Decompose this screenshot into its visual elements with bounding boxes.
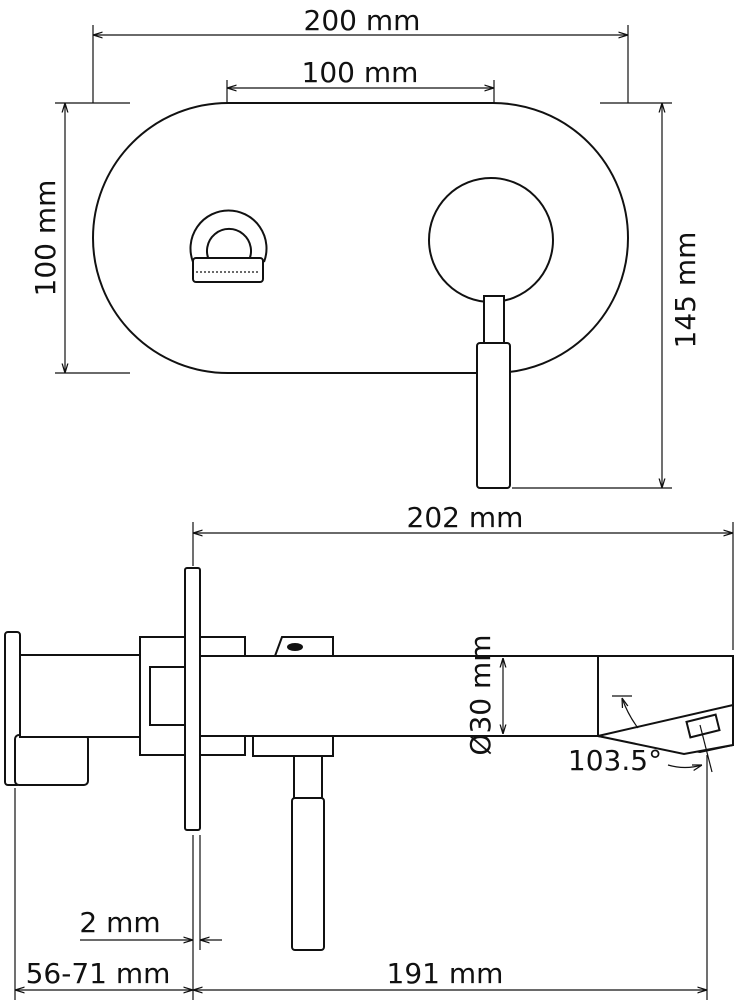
lever-neck-side (293, 755, 323, 799)
spout-tip (597, 703, 734, 756)
lever-base (252, 735, 334, 757)
lever-handle-side (291, 797, 325, 951)
dimension-projection: 191 mm (387, 957, 504, 990)
dimension-wall-depth: 56-71 mm (26, 957, 171, 990)
dimension-center-distance: 100 mm (302, 56, 419, 89)
dimension-total-height: 145 mm (669, 232, 702, 349)
aerator (685, 713, 721, 739)
lever-neck (483, 295, 505, 345)
cover-plate (92, 102, 629, 374)
front-view: 200 mm 100 mm 100 mm 145 mm (29, 4, 702, 489)
valve-body (19, 654, 154, 738)
lever-handle (476, 342, 511, 489)
spout-outlet (189, 209, 268, 283)
dimension-length: 202 mm (407, 501, 524, 534)
dimension-plate-thickness: 2 mm (79, 906, 160, 939)
side-view: 202 mm Ø30 mm 103.5° 2 mm 56-71 mm 191 m… (4, 501, 734, 1000)
dimension-plate-height: 100 mm (29, 180, 62, 297)
dimension-angle: 103.5° (568, 744, 662, 777)
valve-lower-body (14, 734, 89, 786)
wall-plate (184, 567, 201, 831)
dimension-width: 200 mm (304, 4, 421, 37)
dimension-diameter: Ø30 mm (464, 634, 497, 755)
knob-top (273, 636, 334, 657)
control-knob (428, 177, 554, 303)
